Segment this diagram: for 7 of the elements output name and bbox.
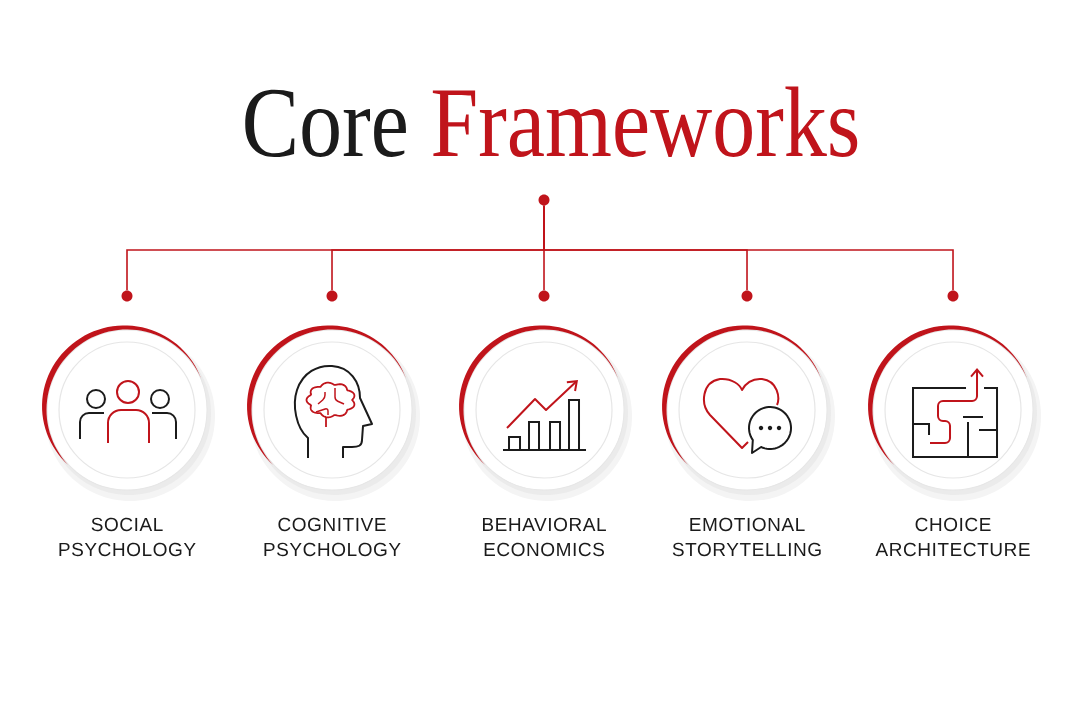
framework-label: BEHAVIORAL ECONOMICS bbox=[483, 517, 606, 557]
title: Core Frameworks bbox=[245, 86, 858, 157]
framework-label: COGNITIVE PSYCHOLOGY bbox=[264, 517, 401, 557]
connector-line bbox=[543, 204, 954, 292]
framework-label: CHOICE ARCHITECTURE bbox=[875, 517, 1030, 557]
framework-label: SOCIAL PSYCHOLOGY bbox=[59, 517, 196, 557]
framework-label: EMOTIONAL STORYTELLING bbox=[672, 517, 821, 557]
